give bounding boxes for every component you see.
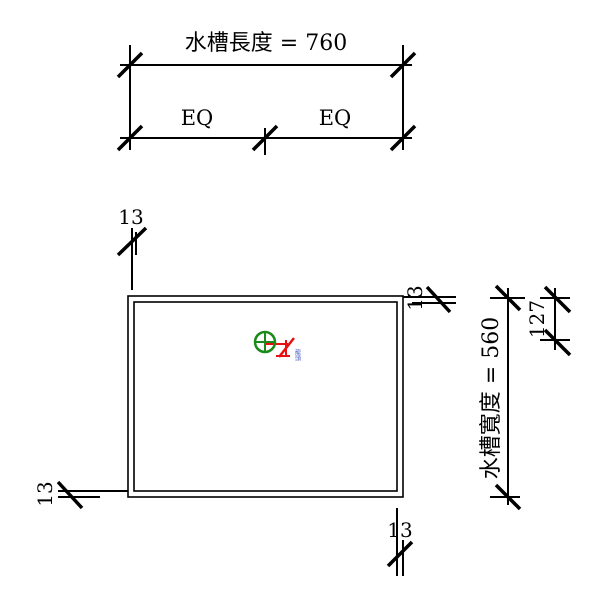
tick-mark [494, 284, 522, 312]
tick-mark [386, 540, 414, 568]
tick-mark [116, 124, 144, 152]
tick-mark [389, 51, 417, 79]
faucet-symbol: 龍頭 [253, 330, 301, 362]
edge-dimension-top-left: 13 [116, 205, 148, 290]
tick-mark [425, 285, 452, 314]
width-dimension: 水槽寬度 = 560 [479, 284, 525, 511]
faucet-label: 龍頭 [294, 348, 301, 362]
eq-right-label: EQ [319, 106, 352, 130]
tick-mark [116, 226, 148, 257]
length-dimension: 水槽長度 = 760 [116, 31, 417, 150]
svg-text:13: 13 [403, 285, 427, 310]
tick-mark [543, 285, 572, 314]
edge-dimension-top-right: 13 [403, 285, 456, 314]
sink-outer-edge [127, 295, 404, 498]
offset-dimension: 127 [525, 285, 572, 357]
tick-mark [389, 124, 417, 152]
eq-dimension: EQ EQ [116, 106, 417, 155]
svg-text:13: 13 [118, 205, 143, 229]
edge-dimension-bottom-left: 13 [33, 480, 128, 510]
tick-mark [251, 124, 279, 152]
tick-mark [116, 51, 144, 79]
svg-text:13: 13 [387, 518, 412, 542]
width-label: 水槽寬度 = 560 [479, 317, 504, 479]
svg-text:127: 127 [525, 300, 549, 338]
tick-mark [494, 483, 522, 511]
tick-mark [543, 328, 572, 357]
eq-left-label: EQ [181, 106, 214, 130]
length-label: 水槽長度 = 760 [185, 31, 347, 56]
sink-inner-edge [133, 301, 398, 492]
tick-mark [56, 480, 84, 510]
svg-text:13: 13 [33, 481, 57, 506]
edge-dimension-bottom: 13 [386, 508, 414, 576]
